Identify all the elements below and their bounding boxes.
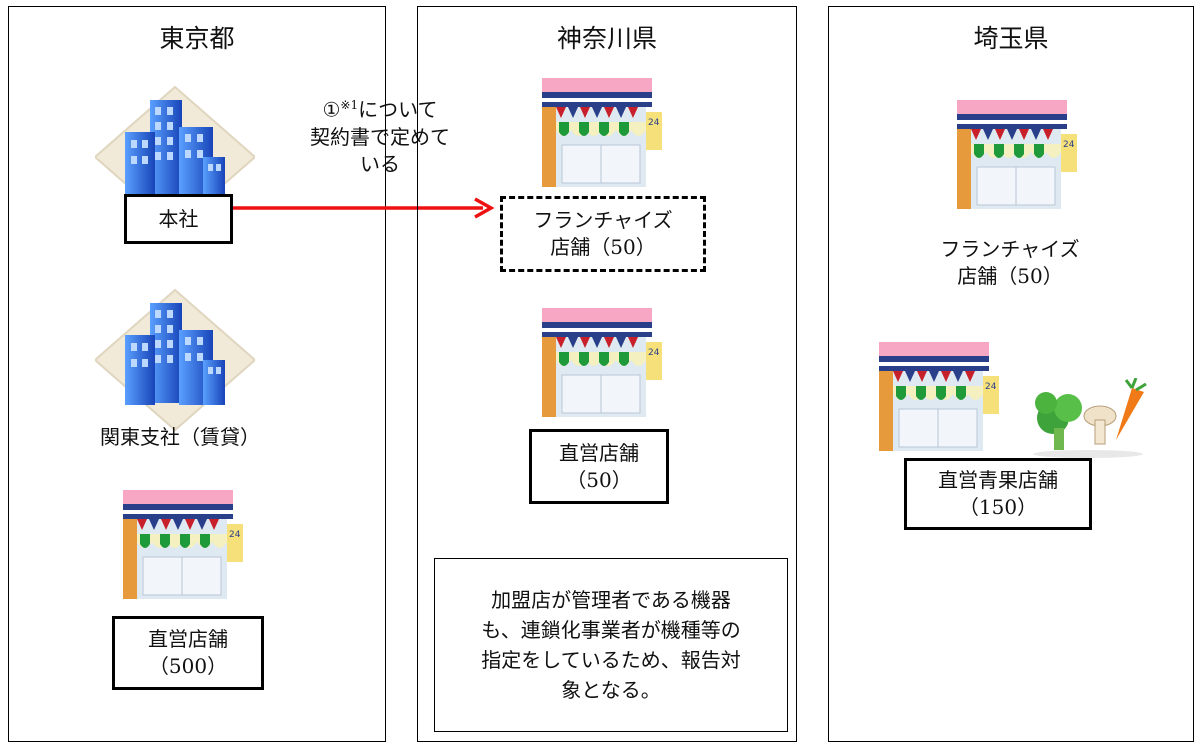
kanagawa-franchise-store-box: フランチャイズ 店舗（50） — [500, 196, 706, 272]
region-title-tokyo: 東京都 — [159, 24, 235, 53]
note-box: 加盟店が管理者である機器 も、連鎖化事業者が機種等の 指定をしているため、報告対… — [434, 558, 788, 732]
region-saitama: 埼玉県 — [828, 6, 1194, 742]
arrow-label-prefix: ① — [322, 97, 341, 122]
saitama-franchise-store-label: フランチャイズ 店舗（50） — [940, 237, 1080, 288]
arrow-label-footnote: ※1 — [340, 98, 359, 112]
convenience-store-icon — [537, 300, 667, 420]
region-tokyo: 東京都 — [8, 6, 386, 742]
contract-arrow — [233, 197, 495, 219]
convenience-store-icon — [952, 92, 1082, 212]
arrow-label-line3: いる — [360, 151, 400, 176]
vegetables-icon — [1028, 378, 1148, 458]
head-office-box: 本社 — [124, 194, 233, 244]
convenience-store-icon — [537, 70, 667, 190]
kanagawa-direct-store-box: 直営店舗 （50） — [529, 429, 669, 504]
region-title-saitama: 埼玉県 — [973, 24, 1049, 53]
saitama-produce-store-box: 直営青果店舗 （150） — [904, 458, 1092, 530]
region-kanagawa: 神奈川県 — [417, 6, 797, 742]
arrow-label-line1: について — [358, 97, 438, 122]
convenience-store-icon — [118, 482, 248, 602]
convenience-store-icon — [874, 334, 1004, 454]
office-building-icon — [95, 285, 255, 435]
arrow-label-line2: 契約書で定めて — [310, 124, 450, 149]
region-title-kanagawa: 神奈川県 — [556, 24, 657, 53]
arrow-label: ①※1について 契約書で定めて いる — [262, 92, 498, 178]
branch-office-label: 関東支社（賃貸） — [100, 425, 260, 449]
tokyo-direct-store-box: 直営店舗 （500） — [112, 616, 264, 690]
